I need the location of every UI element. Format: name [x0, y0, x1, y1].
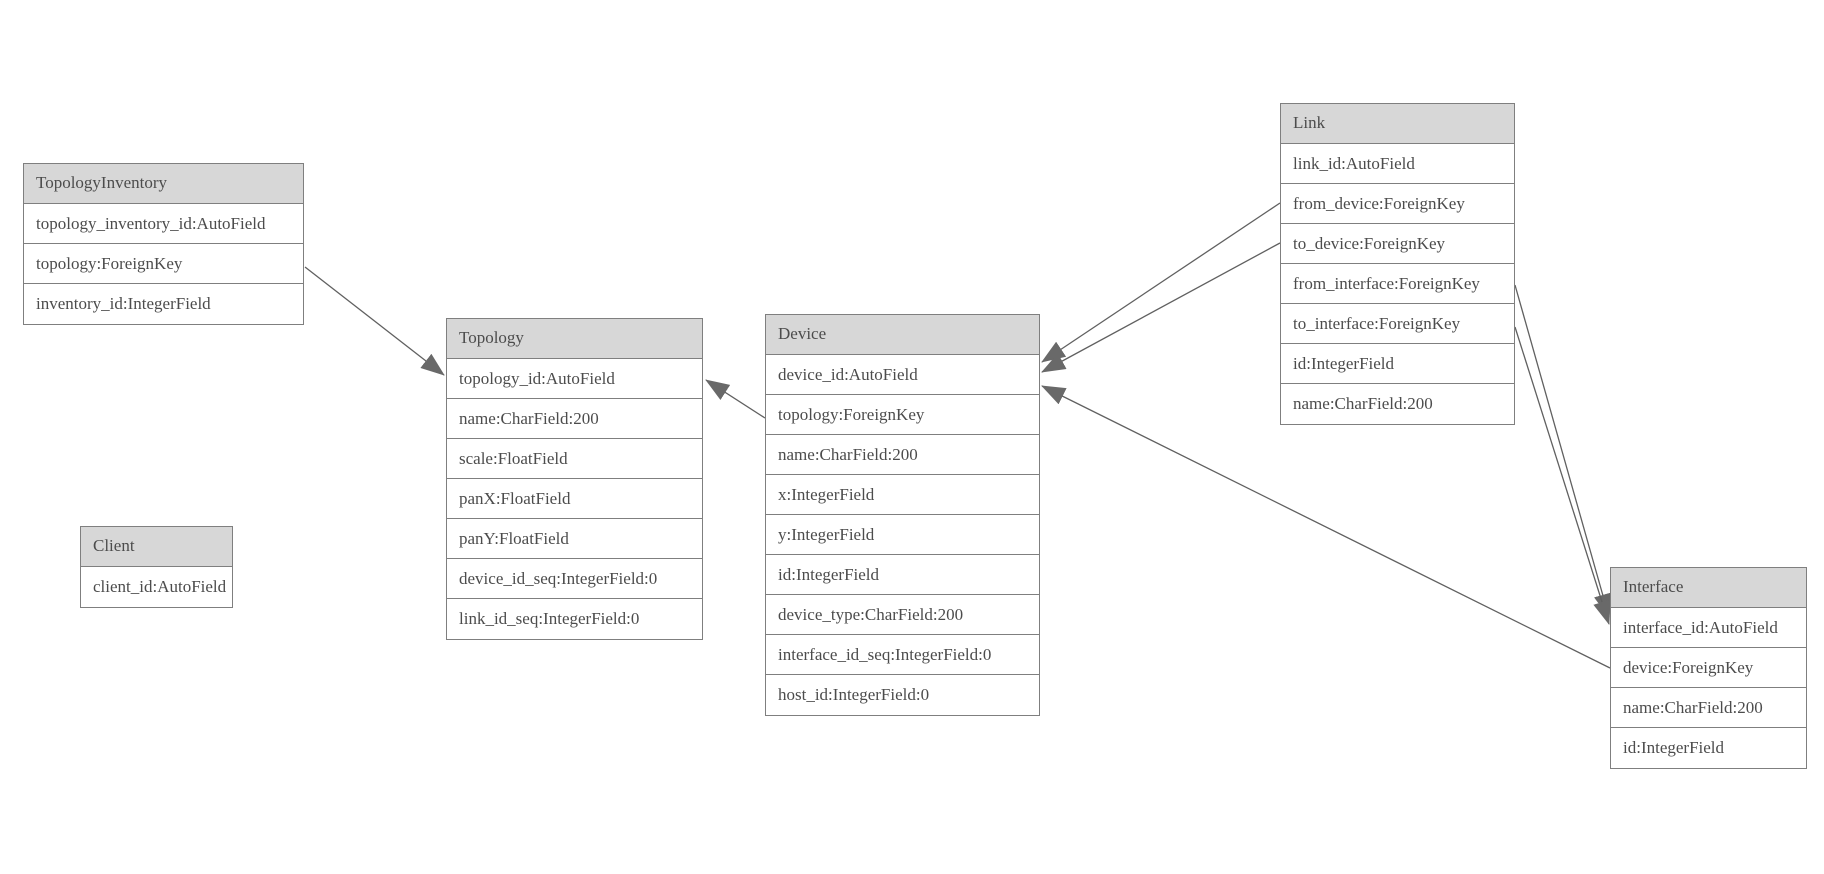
field-row: name:CharField:200	[1281, 384, 1514, 424]
field-row: name:CharField:200	[447, 399, 702, 439]
field-row: to_interface:ForeignKey	[1281, 304, 1514, 344]
field-row: name:CharField:200	[766, 435, 1039, 475]
edge-link-from_device-to-device	[1041, 202, 1281, 363]
field-row: device_id:AutoField	[766, 355, 1039, 395]
field-row: id:IntegerField	[1611, 728, 1806, 768]
field-row: to_device:ForeignKey	[1281, 224, 1514, 264]
entity-title: Device	[766, 315, 1039, 355]
field-row: from_interface:ForeignKey	[1281, 264, 1514, 304]
field-row: device:ForeignKey	[1611, 648, 1806, 688]
field-row: panY:FloatField	[447, 519, 702, 559]
edge-device-topology-to-topology	[705, 379, 766, 419]
field-row: topology_inventory_id:AutoField	[24, 204, 303, 244]
edge-link-to_interface-to-interface	[1514, 326, 1611, 625]
field-row: panX:FloatField	[447, 479, 702, 519]
entity-title: TopologyInventory	[24, 164, 303, 204]
edge-link-to_device-to-device	[1041, 242, 1281, 373]
field-row: topology:ForeignKey	[24, 244, 303, 284]
field-row: host_id:IntegerField:0	[766, 675, 1039, 715]
field-row: client_id:AutoField	[81, 567, 232, 607]
field-row: topology:ForeignKey	[766, 395, 1039, 435]
entity-title: Link	[1281, 104, 1514, 144]
edge-link-from_interface-to-interface	[1514, 284, 1612, 618]
field-row: link_id:AutoField	[1281, 144, 1514, 184]
entity-title: Topology	[447, 319, 702, 359]
entity-title: Interface	[1611, 568, 1806, 608]
field-row: interface_id_seq:IntegerField:0	[766, 635, 1039, 675]
field-row: name:CharField:200	[1611, 688, 1806, 728]
field-row: interface_id:AutoField	[1611, 608, 1806, 648]
field-row: id:IntegerField	[1281, 344, 1514, 384]
entity-title: Client	[81, 527, 232, 567]
field-row: link_id_seq:IntegerField:0	[447, 599, 702, 639]
edge-interface-device-to-device	[1041, 385, 1611, 669]
field-row: device_id_seq:IntegerField:0	[447, 559, 702, 599]
field-row: inventory_id:IntegerField	[24, 284, 303, 324]
field-row: topology_id:AutoField	[447, 359, 702, 399]
field-row: device_type:CharField:200	[766, 595, 1039, 635]
field-row: scale:FloatField	[447, 439, 702, 479]
field-row: from_device:ForeignKey	[1281, 184, 1514, 224]
field-row: x:IntegerField	[766, 475, 1039, 515]
edge-topologyinventory-topology-to-topology	[304, 266, 445, 376]
field-row: id:IntegerField	[766, 555, 1039, 595]
field-row: y:IntegerField	[766, 515, 1039, 555]
